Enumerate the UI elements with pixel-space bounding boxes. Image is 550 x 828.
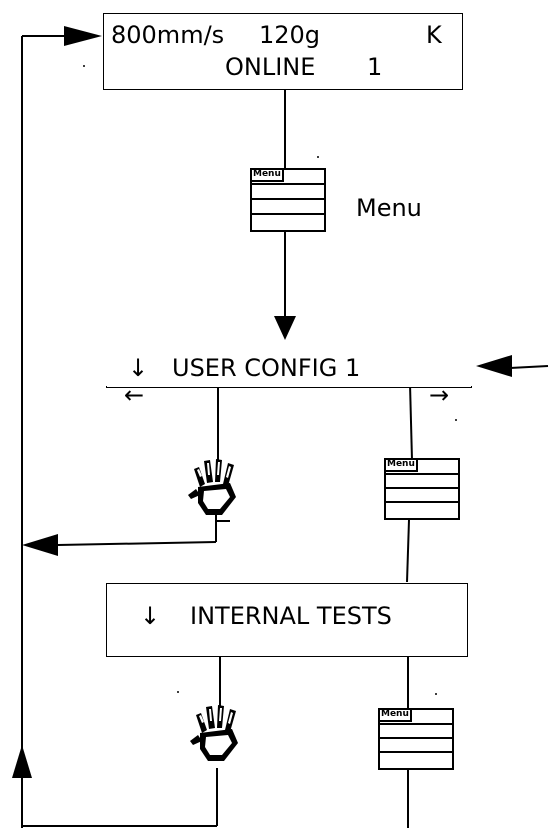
menu-key-label: Menu — [356, 194, 422, 222]
internal-tests-display — [106, 583, 468, 657]
menu-key-icon-text: Menu — [253, 169, 281, 179]
user-config-right-arrow: → — [429, 381, 450, 409]
menu-key-icon[interactable]: Menu — [250, 168, 326, 232]
menu-key-icon-text: Menu — [381, 709, 409, 719]
user-config-down-arrow: ↓ — [128, 354, 149, 382]
mode-number: 1 — [367, 53, 383, 81]
arrow-icon — [12, 26, 512, 778]
internal-tests-title: INTERNAL TESTS — [190, 602, 392, 630]
mode-text: ONLINE — [225, 53, 316, 81]
menu-key-icon-text: Menu — [387, 459, 415, 469]
internal-tests-down-arrow: ↓ — [140, 602, 161, 630]
hand-icon[interactable] — [188, 703, 254, 769]
menu-key-icon[interactable]: Menu — [384, 458, 460, 520]
status-flag: K — [426, 21, 442, 49]
weight-value: 120g — [259, 21, 321, 49]
user-config-left-arrow: ← — [124, 381, 145, 409]
hand-icon[interactable] — [186, 457, 252, 523]
user-config-title: USER CONFIG 1 — [172, 354, 361, 382]
menu-key-icon[interactable]: Menu — [378, 708, 454, 770]
user-config-bg — [106, 342, 472, 386]
status-display: 800mm/s 120g K ONLINE 1 — [103, 13, 463, 90]
speed-value: 800mm/s — [111, 21, 225, 49]
